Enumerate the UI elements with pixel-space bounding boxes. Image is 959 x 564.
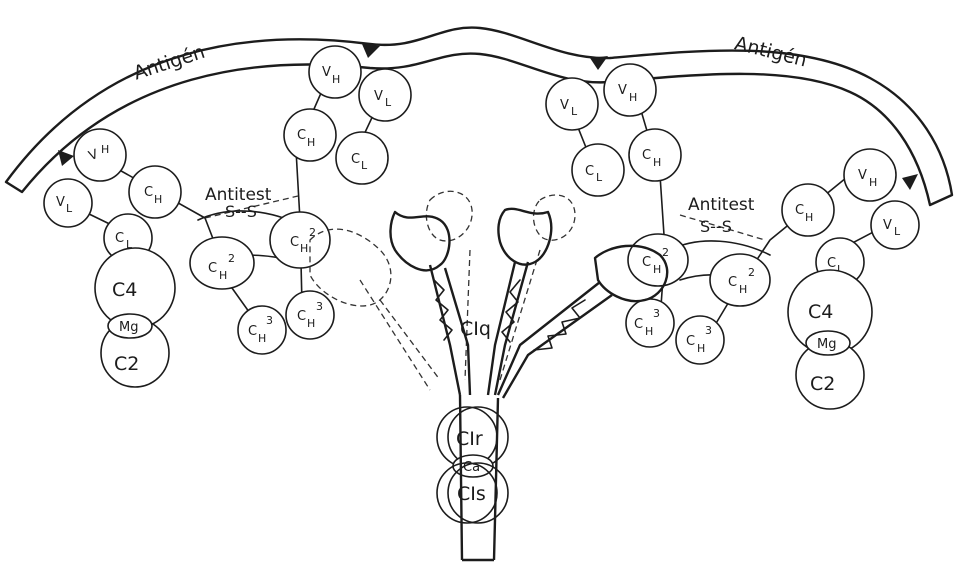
cl-subscript: L	[596, 171, 603, 184]
vl-label: V	[883, 218, 892, 233]
vh-domain	[74, 129, 126, 181]
ch1-subscript: H	[307, 136, 315, 149]
ch2-label: C	[642, 255, 651, 270]
vl-subscript: L	[385, 96, 392, 109]
vl-domain	[546, 78, 598, 130]
ch3-label: C	[634, 317, 643, 332]
cl-domain	[572, 144, 624, 196]
c4-label: C4	[808, 301, 833, 323]
vl-subscript: L	[894, 225, 901, 238]
vl-subscript: L	[571, 105, 578, 118]
vl-subscript: L	[66, 202, 73, 215]
vh-subscript: H	[101, 143, 109, 156]
ch2-label: C	[728, 275, 737, 290]
ch3-label: C	[297, 309, 306, 324]
epitope-marker	[590, 56, 608, 70]
ch1-subscript: H	[154, 193, 162, 206]
ch3-superscript: 3	[266, 314, 273, 327]
ch1-domain	[629, 129, 681, 181]
vh-domain	[844, 149, 896, 201]
c1-complex: CIq CIr Ca CIs	[310, 191, 667, 560]
ch1-domain	[782, 184, 834, 236]
ch3-subscript: H	[645, 325, 653, 338]
ch3-label: C	[686, 334, 695, 349]
ch2-domain	[270, 212, 330, 268]
ch2-subscript: H	[300, 242, 308, 255]
ch2-label: C	[208, 261, 217, 276]
ch2-domain	[628, 234, 688, 286]
vl-label: V	[56, 195, 65, 210]
ch2-label: C	[290, 235, 299, 250]
cl-domain	[336, 132, 388, 184]
vh-domain	[309, 46, 361, 98]
ch3-superscript: 3	[653, 307, 660, 320]
vh-label: V	[618, 83, 627, 98]
ch1-subscript: H	[805, 211, 813, 224]
antigen-label-right: Antigén	[732, 32, 809, 71]
ch3-domain	[238, 306, 286, 354]
c1q-head	[390, 212, 449, 270]
vl-label: V	[560, 98, 569, 113]
antibody-left: V H V L C H C L C4 C2 Mg V H V L C H C L…	[44, 46, 411, 387]
vl-domain	[359, 69, 411, 121]
ch1-label: C	[795, 203, 804, 218]
c2-label: C2	[810, 373, 835, 395]
vh-domain	[604, 64, 656, 116]
antibody-label-right: Antitest	[688, 195, 755, 215]
ch1-domain	[129, 166, 181, 218]
ch2-domain	[710, 254, 770, 306]
antibody-right: V L V H C L C H Antitest S--S C H 2 C H …	[546, 64, 919, 409]
mg-label: Mg	[817, 337, 836, 352]
vh-subscript: H	[332, 73, 340, 86]
c2-label: C2	[114, 353, 139, 375]
ch2-subscript: H	[739, 283, 747, 296]
cl-label: C	[585, 164, 594, 179]
ch2-subscript: H	[653, 263, 661, 276]
vh-label: V	[858, 168, 867, 183]
disulfide-bond-left: S--S	[225, 202, 257, 221]
epitope-marker	[902, 174, 918, 190]
ch3-subscript: H	[258, 332, 266, 345]
ch2-subscript: H	[219, 269, 227, 282]
cl-label: C	[827, 256, 836, 271]
ch2-superscript: 2	[748, 266, 755, 279]
c4-label: C4	[112, 279, 137, 301]
ch1-label: C	[642, 148, 651, 163]
ch2-superscript: 2	[228, 252, 235, 265]
ch1-domain	[284, 109, 336, 161]
vl-label: V	[374, 89, 383, 104]
cl-label: C	[351, 152, 360, 167]
ch3-subscript: H	[307, 317, 315, 330]
cl-subscript: L	[361, 159, 368, 172]
ch3-label: C	[248, 324, 257, 339]
ch1-label: C	[144, 185, 153, 200]
ch3-domain	[286, 291, 334, 339]
ch3-superscript: 3	[705, 324, 712, 337]
ch3-subscript: H	[697, 342, 705, 355]
vh-subscript: H	[869, 176, 877, 189]
ch3-superscript: 3	[316, 300, 323, 313]
disulfide-bond-right: S--S	[700, 217, 732, 236]
vh-label: V	[322, 65, 331, 80]
ch1-label: C	[297, 128, 306, 143]
epitope-marker	[362, 44, 380, 58]
ch3-domain	[676, 316, 724, 364]
mg-label: Mg	[119, 320, 138, 335]
c1q-label: CIq	[460, 318, 491, 340]
vh-subscript: H	[629, 91, 637, 104]
cl-label: C	[115, 231, 124, 246]
c1q-head	[498, 209, 551, 265]
epitope-marker	[58, 150, 74, 166]
ch1-subscript: H	[653, 156, 661, 169]
